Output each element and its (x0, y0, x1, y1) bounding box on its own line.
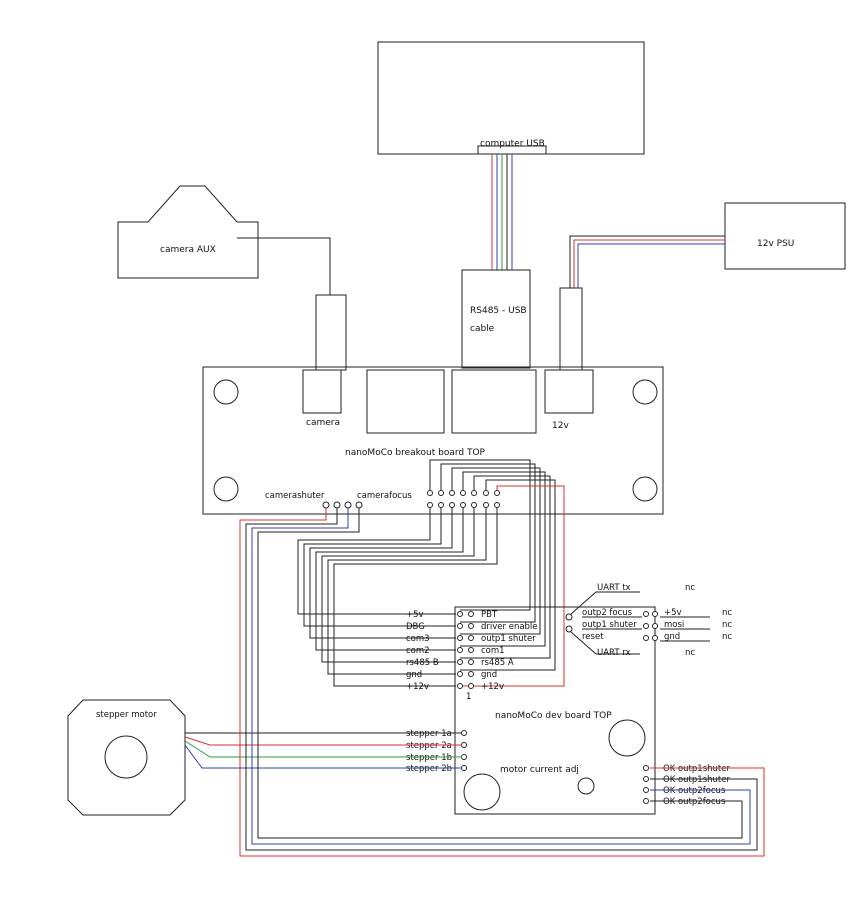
devboard-left-pin-labels: +5v DBG com3 com2 rs485 B gnd +12v (406, 610, 439, 692)
devboard-right-pin: com1 (481, 646, 505, 656)
nc-label: nc (685, 583, 695, 593)
devboard-left-pin: rs485 B (406, 658, 439, 668)
devboard-pin-grid (457, 611, 474, 689)
devboard-right-pin-labels: PBT driver enable outp1 shuter com1 rs48… (481, 610, 538, 692)
camera-focus-label: camerafocus (357, 491, 412, 501)
dev-board: nanoMoCo dev board TOP motor current adj… (406, 606, 730, 815)
uart-tx-label: UART tx (597, 583, 631, 593)
aux-left-pin: outp1 shuter (582, 620, 637, 630)
stepper-motor: stepper motor (67, 699, 462, 816)
aux-right-pin: mosi (664, 620, 684, 630)
devboard-left-pin: +5v (406, 610, 424, 620)
header-ribbon (297, 459, 565, 687)
ok-pin-label: OK outp2focus (663, 786, 726, 796)
uart-rx-label: UART rx (597, 648, 631, 658)
nc-label: nc (685, 648, 695, 658)
devboard-right-pin: PBT (481, 610, 498, 620)
psu-block: 12v PSU (559, 202, 846, 371)
nc-label: nc (722, 632, 732, 642)
breakout-board: camera 12v nanoMoCo breakout board TOP c… (202, 366, 664, 515)
devboard-left-pin: +12v (406, 682, 429, 692)
camera-pins (322, 501, 363, 509)
rs485-usb-cable: RS485 - USB cable (461, 269, 531, 369)
ok-output-pins: OK outp1shuter OK outp1shuter OK outp2fo… (643, 764, 730, 807)
pin-one-label: 1 (466, 692, 471, 702)
aux-left-pin: outp2 focus (582, 608, 633, 618)
aux-right-pin: gnd (664, 632, 680, 642)
camera-output-wires (239, 508, 765, 857)
camera-shutter-label: camerashuter (265, 491, 325, 501)
rs485-label-line2: cable (470, 324, 495, 334)
devboard-right-pin: outp1 shuter (481, 634, 536, 644)
computer-label: computer USB (480, 139, 545, 149)
stepper-label: stepper motor (96, 710, 157, 720)
psu-label: 12v PSU (757, 239, 794, 249)
motor-pin-label: stepper 2b (406, 764, 452, 774)
devboard-right-pin: driver enable (481, 622, 538, 632)
nc-label: nc (722, 608, 732, 618)
usb-cable-wires (491, 154, 513, 270)
motor-pin-label: stepper 1a (406, 729, 452, 739)
motor-pin-label: stepper 1b (406, 753, 452, 763)
rs485-label-line1: RS485 - USB (470, 306, 527, 316)
camera-label: camera AUX (160, 245, 216, 255)
ok-pin-label: OK outp2focus (663, 797, 726, 807)
breakout-title: nanoMoCo breakout board TOP (345, 448, 486, 458)
aux-right-pin: +5v (664, 608, 682, 618)
ok-pin-label: OK outp1shuter (663, 775, 730, 785)
devboard-left-pin: com2 (406, 646, 430, 656)
aux-left-pin: reset (582, 632, 604, 642)
motor-current-label: motor current adj (500, 765, 579, 775)
devboard-right-pin: gnd (481, 670, 497, 680)
breakout-header-pins (427, 490, 500, 508)
devboard-left-pin: gnd (406, 670, 422, 680)
nc-label: nc (722, 620, 732, 630)
camera-block: camera AUX (117, 185, 347, 371)
computer-block: computer USB (377, 41, 645, 155)
ok-pin-label: OK outp1shuter (663, 764, 730, 774)
breakout-power-port: 12v (552, 421, 569, 431)
devboard-right-pin: rs485 A (481, 658, 514, 668)
motor-pin-label: stepper 2a (406, 741, 452, 751)
aux-header: UART tx UART rx nc nc outp2 focus outp1 … (565, 583, 732, 658)
devboard-left-pin: com3 (406, 634, 430, 644)
devboard-title: nanoMoCo dev board TOP (495, 711, 612, 721)
devboard-left-pin: DBG (406, 622, 425, 632)
breakout-camera-port: camera (306, 418, 340, 428)
devboard-right-pin: +12v (481, 682, 504, 692)
motor-pins: stepper 1a stepper 2a stepper 1b stepper… (406, 729, 467, 774)
